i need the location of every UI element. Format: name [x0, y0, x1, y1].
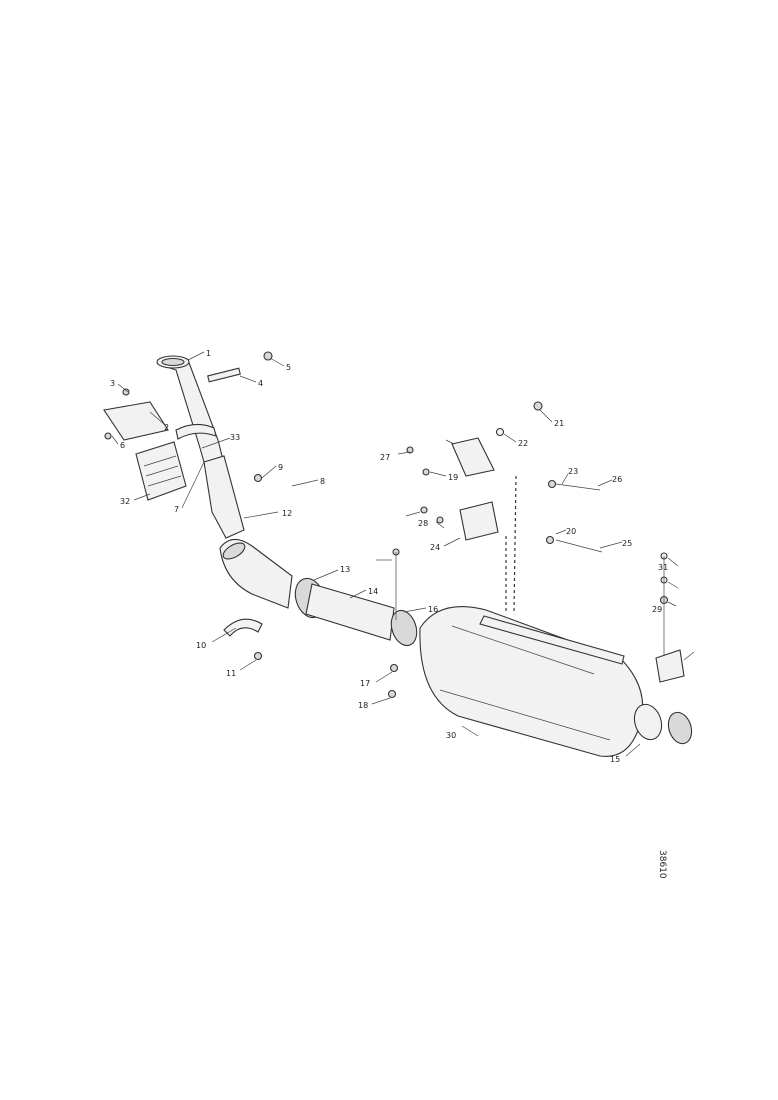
clamp-16	[390, 609, 418, 647]
nut-26	[545, 535, 555, 545]
mounting-bracket	[103, 401, 169, 441]
nut-19	[422, 468, 430, 476]
upper-clamp	[175, 423, 217, 440]
nut-11	[253, 651, 263, 661]
callout-9: 9	[278, 463, 283, 472]
bolt-21-head	[533, 401, 543, 411]
callout-31: 31	[658, 563, 668, 572]
callout-14: 14	[368, 587, 378, 596]
callout-labels: 1 2 3 4 5 6 7 8 9 10 11 12 13 14 15 16 1…	[110, 349, 668, 764]
callout-33: 33	[230, 433, 240, 442]
callout-6: 6	[120, 441, 125, 450]
callout-20: 20	[566, 527, 576, 536]
callout-27: 27	[380, 453, 390, 462]
nut-27b	[420, 506, 428, 514]
insulator-block	[135, 441, 187, 501]
callout-22: 22	[518, 439, 528, 448]
callout-32: 32	[120, 497, 130, 506]
callout-18: 18	[358, 701, 368, 710]
drawing-reference-number: 38610	[657, 850, 667, 879]
end-clamp	[667, 711, 693, 745]
frame-bracket-20	[451, 437, 495, 477]
callout-7: 7	[174, 505, 179, 514]
nut-17	[389, 663, 399, 673]
callout-11: 11	[226, 669, 236, 678]
callout-13: 13	[340, 565, 350, 574]
callout-1: 1	[206, 349, 211, 358]
callout-28: 28	[418, 519, 428, 528]
bolt-23-shank	[555, 483, 601, 491]
callout-17: 17	[360, 679, 370, 688]
callout-3: 3	[110, 379, 115, 388]
callout-10: 10	[196, 641, 206, 650]
callout-19: 19	[448, 473, 458, 482]
parts-illustration	[103, 351, 693, 757]
intermediate-pipe	[305, 583, 395, 641]
nut-27a	[406, 446, 414, 454]
clamp-10	[223, 618, 263, 637]
rear-hanger	[655, 649, 685, 683]
nut-28	[436, 516, 444, 524]
callout-25: 25	[622, 539, 632, 548]
nut-2	[122, 388, 130, 396]
callout-12: 12	[282, 509, 292, 518]
callout-2: 2	[164, 423, 169, 432]
bolt-4	[207, 367, 241, 383]
silencer	[419, 606, 663, 757]
callout-24: 24	[430, 543, 440, 552]
mounting-line-a	[513, 475, 517, 613]
callout-21: 21	[554, 419, 564, 428]
callout-8: 8	[320, 477, 325, 486]
callout-4: 4	[258, 379, 263, 388]
hanger-rail	[479, 615, 625, 665]
nut-6	[104, 432, 112, 440]
callout-29: 29	[652, 605, 662, 614]
bend-pipe	[219, 538, 293, 609]
nut-9	[253, 473, 263, 483]
nut-18	[387, 689, 397, 699]
frame-bracket-24	[459, 501, 499, 541]
callout-15: 15	[610, 755, 620, 764]
leader-lines	[111, 351, 695, 757]
washer-22	[495, 427, 505, 437]
bolt-25	[555, 539, 603, 553]
support-bracket	[203, 455, 245, 539]
callout-16: 16	[428, 605, 438, 614]
callout-5: 5	[286, 363, 291, 372]
callout-23: 23	[568, 467, 578, 476]
callout-30: 30	[446, 731, 456, 740]
nut-23	[547, 479, 557, 489]
callout-26: 26	[612, 475, 622, 484]
